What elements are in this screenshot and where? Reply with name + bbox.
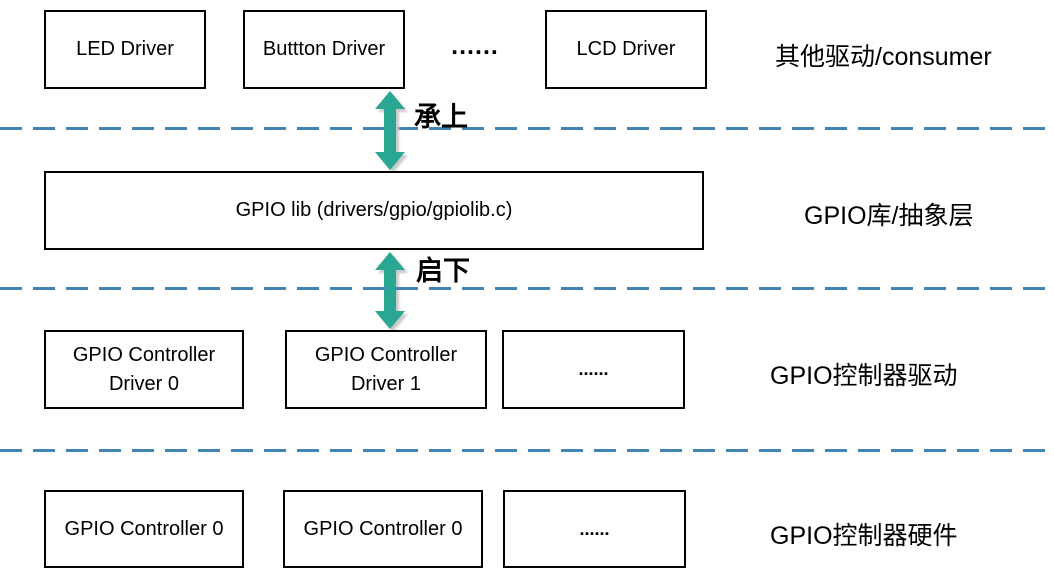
layer-label-gpiolib: GPIO库/抽象层 bbox=[804, 202, 974, 230]
box-gpio-controller-driver-more: ...... bbox=[502, 330, 685, 409]
layer-label-consumer: 其他驱动/consumer bbox=[775, 43, 992, 71]
double-arrow-down-shape bbox=[375, 252, 405, 329]
box-gpio-controller-driver-0: GPIO Controller Driver 0 bbox=[44, 330, 244, 409]
box-led-driver: LED Driver bbox=[44, 10, 206, 89]
layer-label-controller-hw: GPIO控制器硬件 bbox=[770, 522, 958, 550]
box-gpio-controller-more: ...... bbox=[503, 490, 686, 568]
box-gpio-controller-0: GPIO Controller 0 bbox=[44, 490, 244, 568]
arrow-label-chengshang: 承上 bbox=[414, 102, 468, 132]
layer-divider-1 bbox=[0, 127, 1054, 130]
box-gpio-controller-1: GPIO Controller 0 bbox=[283, 490, 483, 568]
box-lcd-driver: LCD Driver bbox=[545, 10, 707, 89]
box-gpio-controller-driver-1: GPIO Controller Driver 1 bbox=[285, 330, 487, 409]
box-gpio-lib: GPIO lib (drivers/gpio/gpiolib.c) bbox=[44, 171, 704, 250]
layer-divider-2 bbox=[0, 287, 1054, 290]
layer-label-controller-driver: GPIO控制器驱动 bbox=[770, 362, 958, 390]
box-button-driver: Buttton Driver bbox=[243, 10, 405, 89]
ellipsis-consumer-row: ...... bbox=[451, 31, 499, 60]
double-arrow-up-shape bbox=[375, 91, 405, 170]
layer-divider-3 bbox=[0, 449, 1054, 452]
double-arrow-up-icon bbox=[375, 91, 405, 170]
arrow-label-qixia: 启下 bbox=[416, 256, 470, 286]
double-arrow-down-icon bbox=[375, 252, 405, 329]
